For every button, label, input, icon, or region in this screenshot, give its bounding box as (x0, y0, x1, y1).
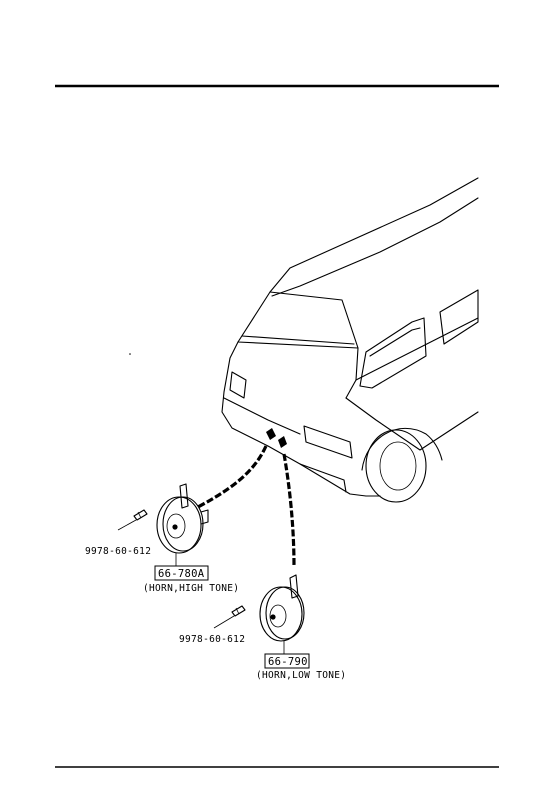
low-horn-leader (282, 453, 296, 567)
van-illustration (129, 177, 479, 503)
low-horn-description: (HORN,LOW TONE) (256, 670, 346, 681)
low-horn-bolt (213, 605, 246, 629)
high-horn-part-box (154, 565, 209, 581)
low-bolt-part-number: 9978-60-612 (179, 634, 245, 645)
low-horn-part-box (264, 653, 310, 669)
low-tone-horn (259, 574, 305, 642)
high-bolt-part-number: 9978-60-612 (85, 546, 151, 557)
high-tone-horn (156, 483, 209, 554)
high-horn-leader (195, 445, 268, 510)
high-horn-bolt (117, 509, 148, 531)
low-horn-part-number: 66-790 (268, 656, 308, 668)
scan-speck (129, 353, 131, 355)
high-horn-part-number: 66-780A (158, 568, 205, 580)
mount-points (266, 428, 287, 448)
high-horn-description: (HORN,HIGH TONE) (143, 583, 239, 594)
